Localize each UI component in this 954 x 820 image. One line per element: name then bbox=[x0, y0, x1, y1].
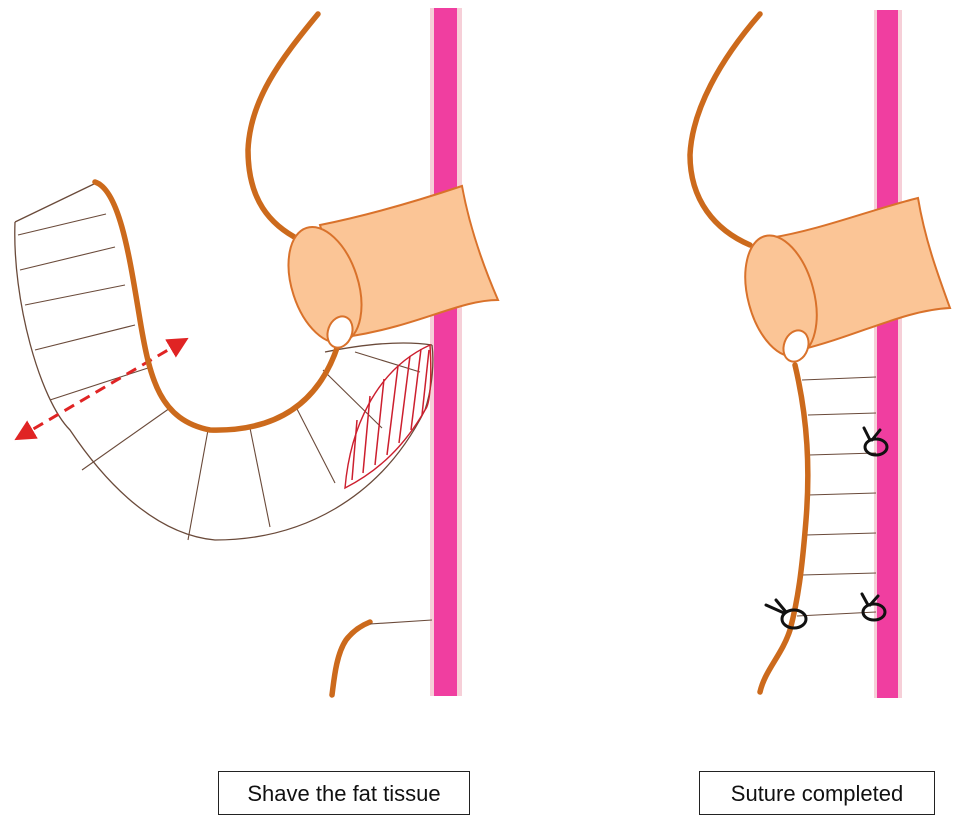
right-intestine-lower bbox=[760, 365, 808, 692]
left-mesentery-top bbox=[15, 183, 96, 222]
suture-knots bbox=[766, 428, 887, 628]
caption-suture-completed: Suture completed bbox=[699, 771, 935, 815]
left-wound-protector bbox=[275, 186, 498, 352]
left-panel bbox=[15, 8, 498, 696]
right-panel bbox=[690, 10, 950, 698]
hatch-outline bbox=[345, 345, 431, 488]
left-abdominal-wall bbox=[434, 8, 457, 696]
right-intestine-upper bbox=[690, 14, 760, 245]
left-shaved-fat-area bbox=[345, 345, 431, 488]
left-intestine-lower bbox=[332, 622, 370, 695]
right-wound-protector bbox=[733, 198, 950, 365]
left-intestine-upper bbox=[248, 14, 318, 240]
right-abdominal-wall bbox=[877, 10, 898, 698]
suture-knot-lower-left bbox=[766, 600, 806, 628]
caption-shave-fat-tissue: Shave the fat tissue bbox=[218, 771, 470, 815]
left-lower-mesentery-line bbox=[370, 620, 432, 624]
